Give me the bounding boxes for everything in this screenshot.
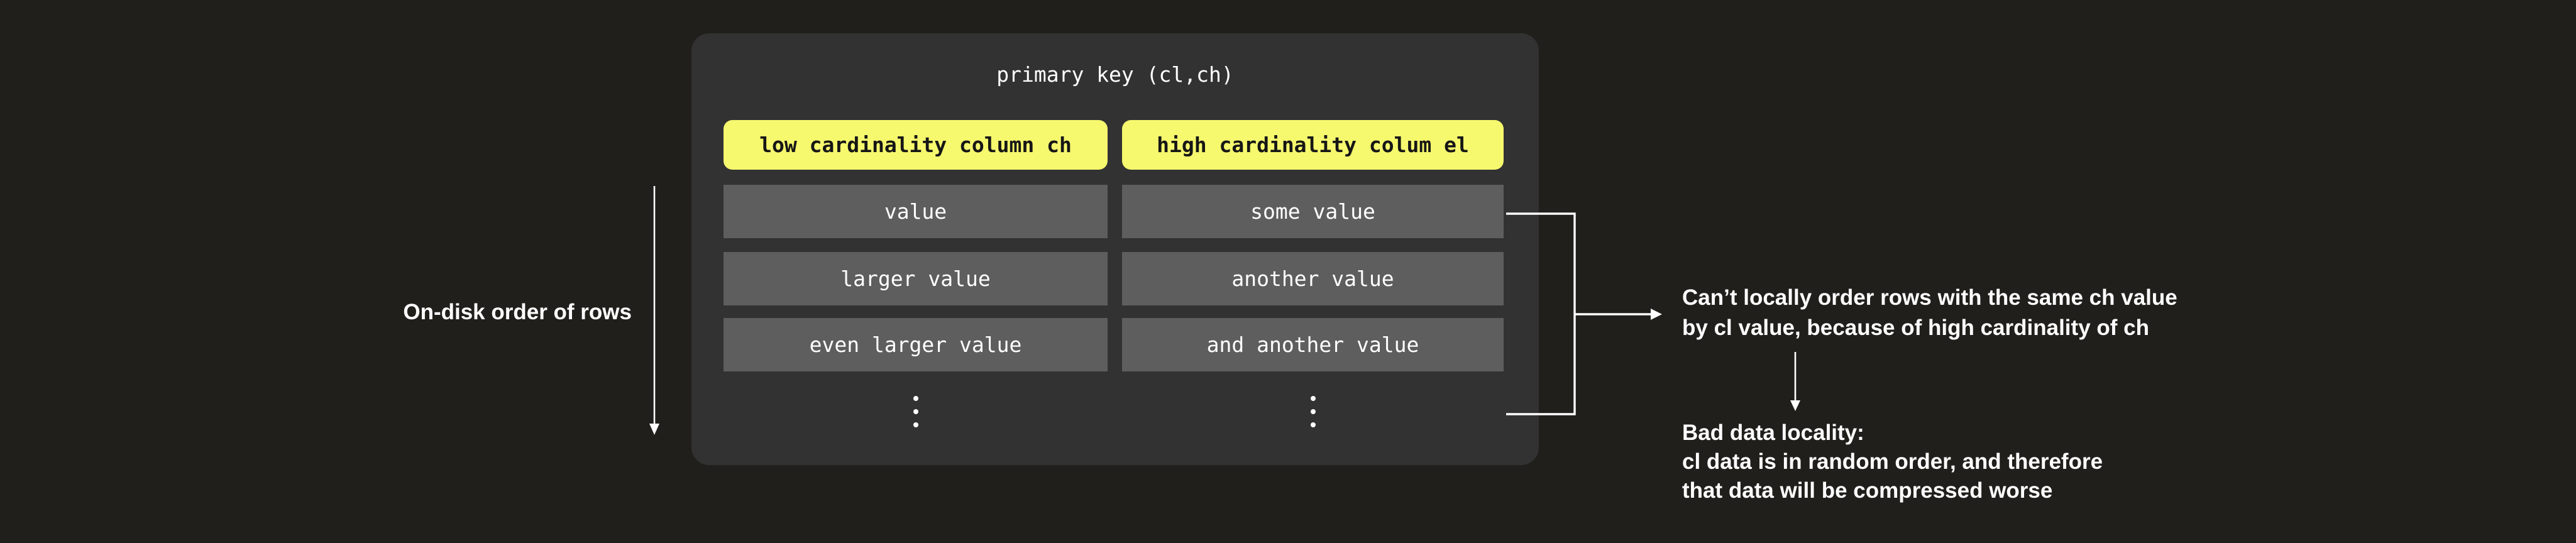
ellipsis-dot	[913, 409, 918, 414]
ellipsis-dot	[1310, 409, 1316, 414]
column-ellipsis-icon	[724, 396, 1108, 427]
ellipsis-dot	[1310, 396, 1316, 401]
note-line: cl data is in random order, and therefor…	[1682, 449, 2103, 474]
panel-title: primary key (cl,ch)	[996, 62, 1234, 87]
column-header-low-cardinality: low cardinality column ch	[724, 120, 1108, 170]
on-disk-order-label: On-disk order of rows	[403, 300, 632, 324]
table-cell: value	[724, 185, 1108, 238]
consequence-down-arrow-icon	[1790, 352, 1800, 411]
column-header-high-cardinality: high cardinality colum el	[1122, 120, 1504, 170]
column-ellipsis-icon	[1122, 396, 1504, 427]
table-cell: even larger value	[724, 318, 1108, 371]
table-cell: larger value	[724, 252, 1108, 305]
primary-key-panel: primary key (cl,ch) low cardinality colu…	[691, 33, 1539, 465]
table-cell: another value	[1122, 252, 1504, 305]
ellipsis-dot	[913, 396, 918, 401]
ellipsis-dot	[1310, 422, 1316, 427]
cant-order-note: Can’t locally order rows with the same c…	[1682, 283, 2177, 343]
note-line: that data will be compressed worse	[1682, 478, 2053, 503]
ellipsis-dot	[913, 422, 918, 427]
table-cell: some value	[1122, 185, 1504, 238]
note-line: by cl value, because of high cardinality…	[1682, 315, 2149, 340]
on-disk-order-down-arrow-icon	[649, 186, 659, 435]
row-group-bracket-arrow-icon	[1506, 212, 1662, 415]
bad-locality-note: Bad data locality: cl data is in random …	[1682, 419, 2103, 505]
note-line: Bad data locality:	[1682, 420, 1864, 445]
table-cell: and another value	[1122, 318, 1504, 371]
note-line: Can’t locally order rows with the same c…	[1682, 285, 2177, 310]
